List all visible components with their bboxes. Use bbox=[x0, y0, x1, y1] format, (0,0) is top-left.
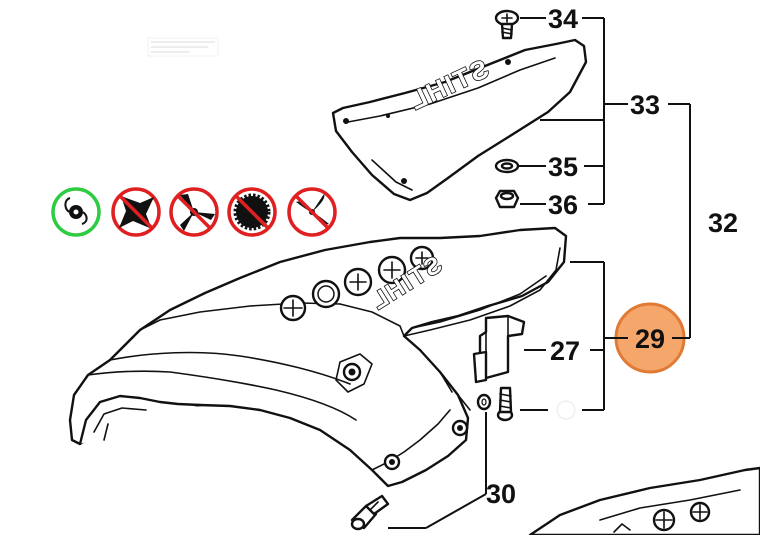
part-label-30[interactable]: 30 bbox=[486, 479, 516, 509]
three-blade-icon bbox=[169, 187, 219, 237]
washer-part bbox=[476, 393, 492, 411]
trimmer-head-icon bbox=[51, 187, 101, 237]
part-label-32[interactable]: 32 bbox=[708, 208, 738, 238]
screw-part-small bbox=[496, 386, 514, 422]
nut-part-36 bbox=[494, 189, 520, 209]
tool-compatibility-icons bbox=[51, 187, 337, 237]
watermark bbox=[147, 37, 219, 57]
leader-lines bbox=[388, 17, 691, 529]
deflector-guard-part: STIHL bbox=[68, 226, 568, 488]
partial-guard-bottom-right bbox=[528, 466, 760, 535]
four-point-blade-icon bbox=[111, 187, 161, 237]
part-label-35[interactable]: 35 bbox=[548, 152, 578, 182]
two-blade-icon bbox=[287, 187, 337, 237]
part-label-33[interactable]: 33 bbox=[630, 90, 660, 120]
part-labels: 34 33 35 36 32 27 30 bbox=[486, 4, 738, 509]
part-label-34[interactable]: 34 bbox=[548, 4, 578, 34]
washer-part-35 bbox=[494, 158, 520, 174]
screw-part-30 bbox=[350, 494, 390, 531]
part-label-27[interactable]: 27 bbox=[550, 336, 580, 366]
part-label-36[interactable]: 36 bbox=[548, 190, 578, 220]
guard-badges bbox=[279, 245, 435, 322]
highlight-callout-29[interactable]: 29 bbox=[614, 302, 686, 374]
saw-blade-icon bbox=[227, 187, 277, 237]
screw-part-34 bbox=[494, 9, 520, 40]
part-label-29: 29 bbox=[635, 324, 665, 354]
bracket-part-27 bbox=[472, 314, 526, 384]
